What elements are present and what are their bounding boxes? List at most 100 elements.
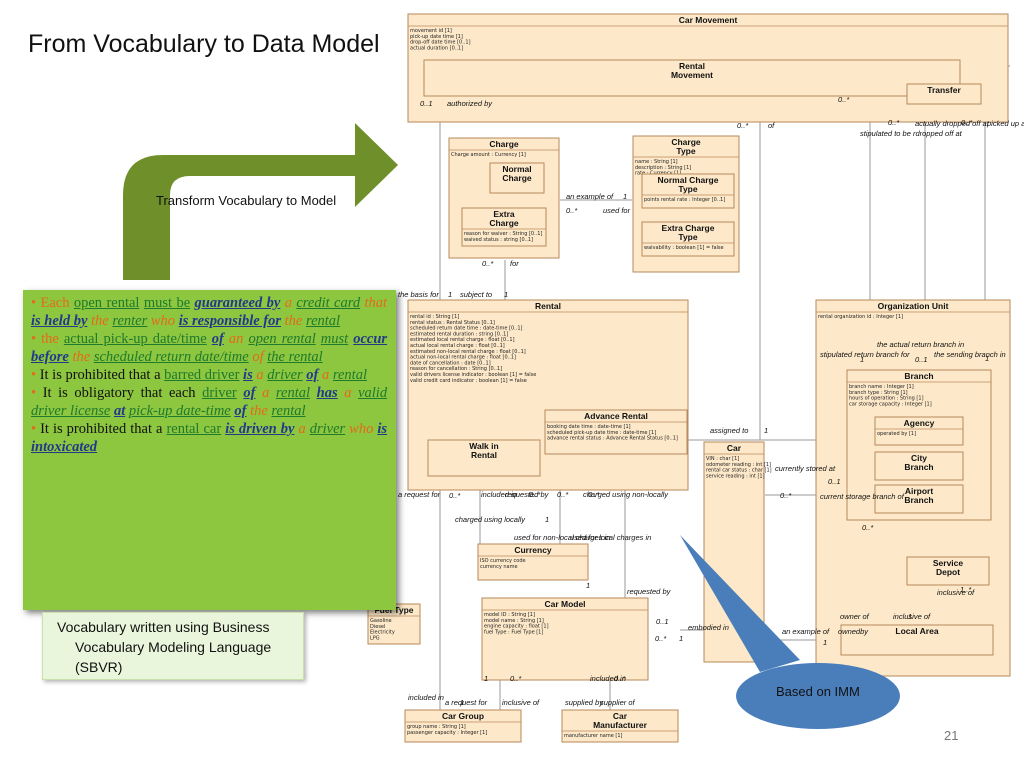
relationship-label: ownedby (838, 627, 869, 636)
relationship-label: included in (481, 490, 517, 499)
class-attribute: group name : String [1] (407, 724, 466, 730)
class-attribute: LPG (370, 635, 380, 641)
sbvr-rule: • It is prohibited that a rental car is … (31, 420, 387, 456)
relationship-label: actually dropped off at (915, 119, 990, 128)
relationship-label: charged using non-locally (583, 490, 669, 499)
relationship-label: included in (408, 693, 444, 702)
class-attribute: branch name : Integer [1] (849, 384, 914, 390)
class-attribute: actual duration [0..1] (410, 45, 463, 51)
caption-line: (SBVR) (75, 659, 123, 675)
relationship-label: an example of (566, 192, 614, 201)
relationship-label: requested by (505, 490, 550, 499)
class-title: Car Group (442, 711, 484, 721)
relationship-label: 0..* (961, 118, 973, 127)
transform-arrow (123, 123, 398, 280)
class-attribute: engine capacity : float [1] (484, 624, 549, 630)
relationship-label: used for non-local charges in (514, 533, 610, 542)
class-attribute: name : String [1] (635, 159, 678, 165)
class-box (840, 624, 994, 656)
rule-term: • the (31, 331, 64, 347)
rule-term: the (91, 313, 109, 329)
sbvr-rules-text: • Each open rental must be guaranteed by… (31, 294, 387, 456)
class-attribute: points rental rate : Integer [0..1] (644, 197, 725, 203)
rule-term: is (243, 367, 253, 383)
sbvr-rule: • It is obligatory that each driver of a… (31, 384, 387, 420)
callout-pointer (680, 535, 800, 672)
page-number: 21 (944, 728, 959, 743)
class-attribute: reason for cancellation : String [0..1] (410, 366, 502, 372)
relationship-label: 0..* (862, 523, 874, 532)
relationship-label: 1 (679, 634, 683, 643)
class-box (477, 543, 589, 581)
relationship-label: used for (603, 206, 631, 215)
class-title: Local Area (895, 626, 938, 636)
class-title: Rental (535, 301, 561, 311)
relationship-label: requested by (627, 587, 672, 596)
class-title: Currency (514, 545, 552, 555)
relationship-label: used for local charges in (570, 533, 651, 542)
relationship-label: for (510, 259, 519, 268)
relationship-label: charged using locally (455, 515, 526, 524)
class-box (906, 83, 982, 105)
rule-term: the (250, 403, 268, 419)
relationship-label: 1 (545, 515, 549, 524)
class-attribute: scheduled pick-up date time : date-time … (547, 430, 656, 436)
transform-arrow-shape (123, 123, 398, 280)
class-title: Organization Unit (878, 301, 949, 311)
rule-term: actual pick-up date/time (63, 331, 207, 347)
class-attribute: valid drivers license indicator : boolea… (410, 372, 536, 378)
class-attribute: operated by [1] (877, 431, 916, 437)
class-box (874, 451, 964, 481)
relationship-label: the actual return branch in (877, 340, 964, 349)
rule-term: a (344, 385, 352, 401)
class-attribute: scheduled return date time : date-time [… (410, 326, 523, 332)
relationship-label: subject to (460, 290, 492, 299)
class-title: Branch (904, 371, 933, 381)
relationship-label: 0..* (557, 490, 569, 499)
rule-term: of (243, 385, 256, 401)
rule-term: guaranteed by (194, 295, 281, 311)
class-attribute: actual local rental charge : float [0..1… (410, 343, 505, 349)
class-title: Transfer (927, 85, 961, 95)
relationship-label: 1 (985, 354, 989, 363)
rule-term: is held by (31, 313, 88, 329)
relationship-label: included in (590, 674, 626, 683)
class-attribute: estimated rental duration : string [0..1… (410, 331, 508, 337)
rule-term: open rental (73, 295, 140, 311)
rule-term: driver (309, 421, 346, 437)
class-attribute: Charge amount : Currency [1] (451, 152, 526, 158)
class-attribute: valid credit card indicator : boolean [1… (410, 378, 527, 384)
rule-term: of (252, 349, 264, 365)
class-attribute: advance rental status : Advance Rental S… (547, 436, 678, 442)
slide-title: From Vocabulary to Data Model (28, 30, 380, 58)
rule-term: is driven by (225, 421, 295, 437)
rule-term: rental (271, 403, 306, 419)
relationship-label: current storage branch of (820, 492, 905, 501)
relationship-label: 0..* (888, 118, 900, 127)
class-box (367, 603, 421, 645)
relationship-label: 0..* (780, 491, 792, 500)
rule-term: It is obligatory that each (42, 385, 203, 401)
rule-term: who (349, 421, 374, 437)
class-attribute: odometer reading : int [1] (706, 462, 771, 468)
relationship-label: embodied in (688, 623, 729, 632)
class-attribute: model ID : String [1] (484, 612, 535, 618)
relationship-label: inclusive of (893, 612, 931, 621)
class-attribute: rental status : Rental Status [0..1] (410, 320, 495, 326)
rule-term: has (316, 385, 338, 401)
sbvr-caption: Vocabulary written using Business Vocabu… (42, 612, 304, 680)
rule-term: the rental (267, 349, 323, 365)
rule-term: scheduled return date/time (93, 349, 249, 365)
sbvr-rule: • the actual pick-up date/time of an ope… (31, 330, 387, 366)
class-attribute: reason for waiver : String [0..1] (464, 231, 542, 237)
rule-term: credit card (296, 295, 361, 311)
rule-term: who (150, 313, 176, 329)
relationship-label: the sending branch in (934, 350, 1006, 359)
class-title: Fuel Type (374, 605, 413, 615)
